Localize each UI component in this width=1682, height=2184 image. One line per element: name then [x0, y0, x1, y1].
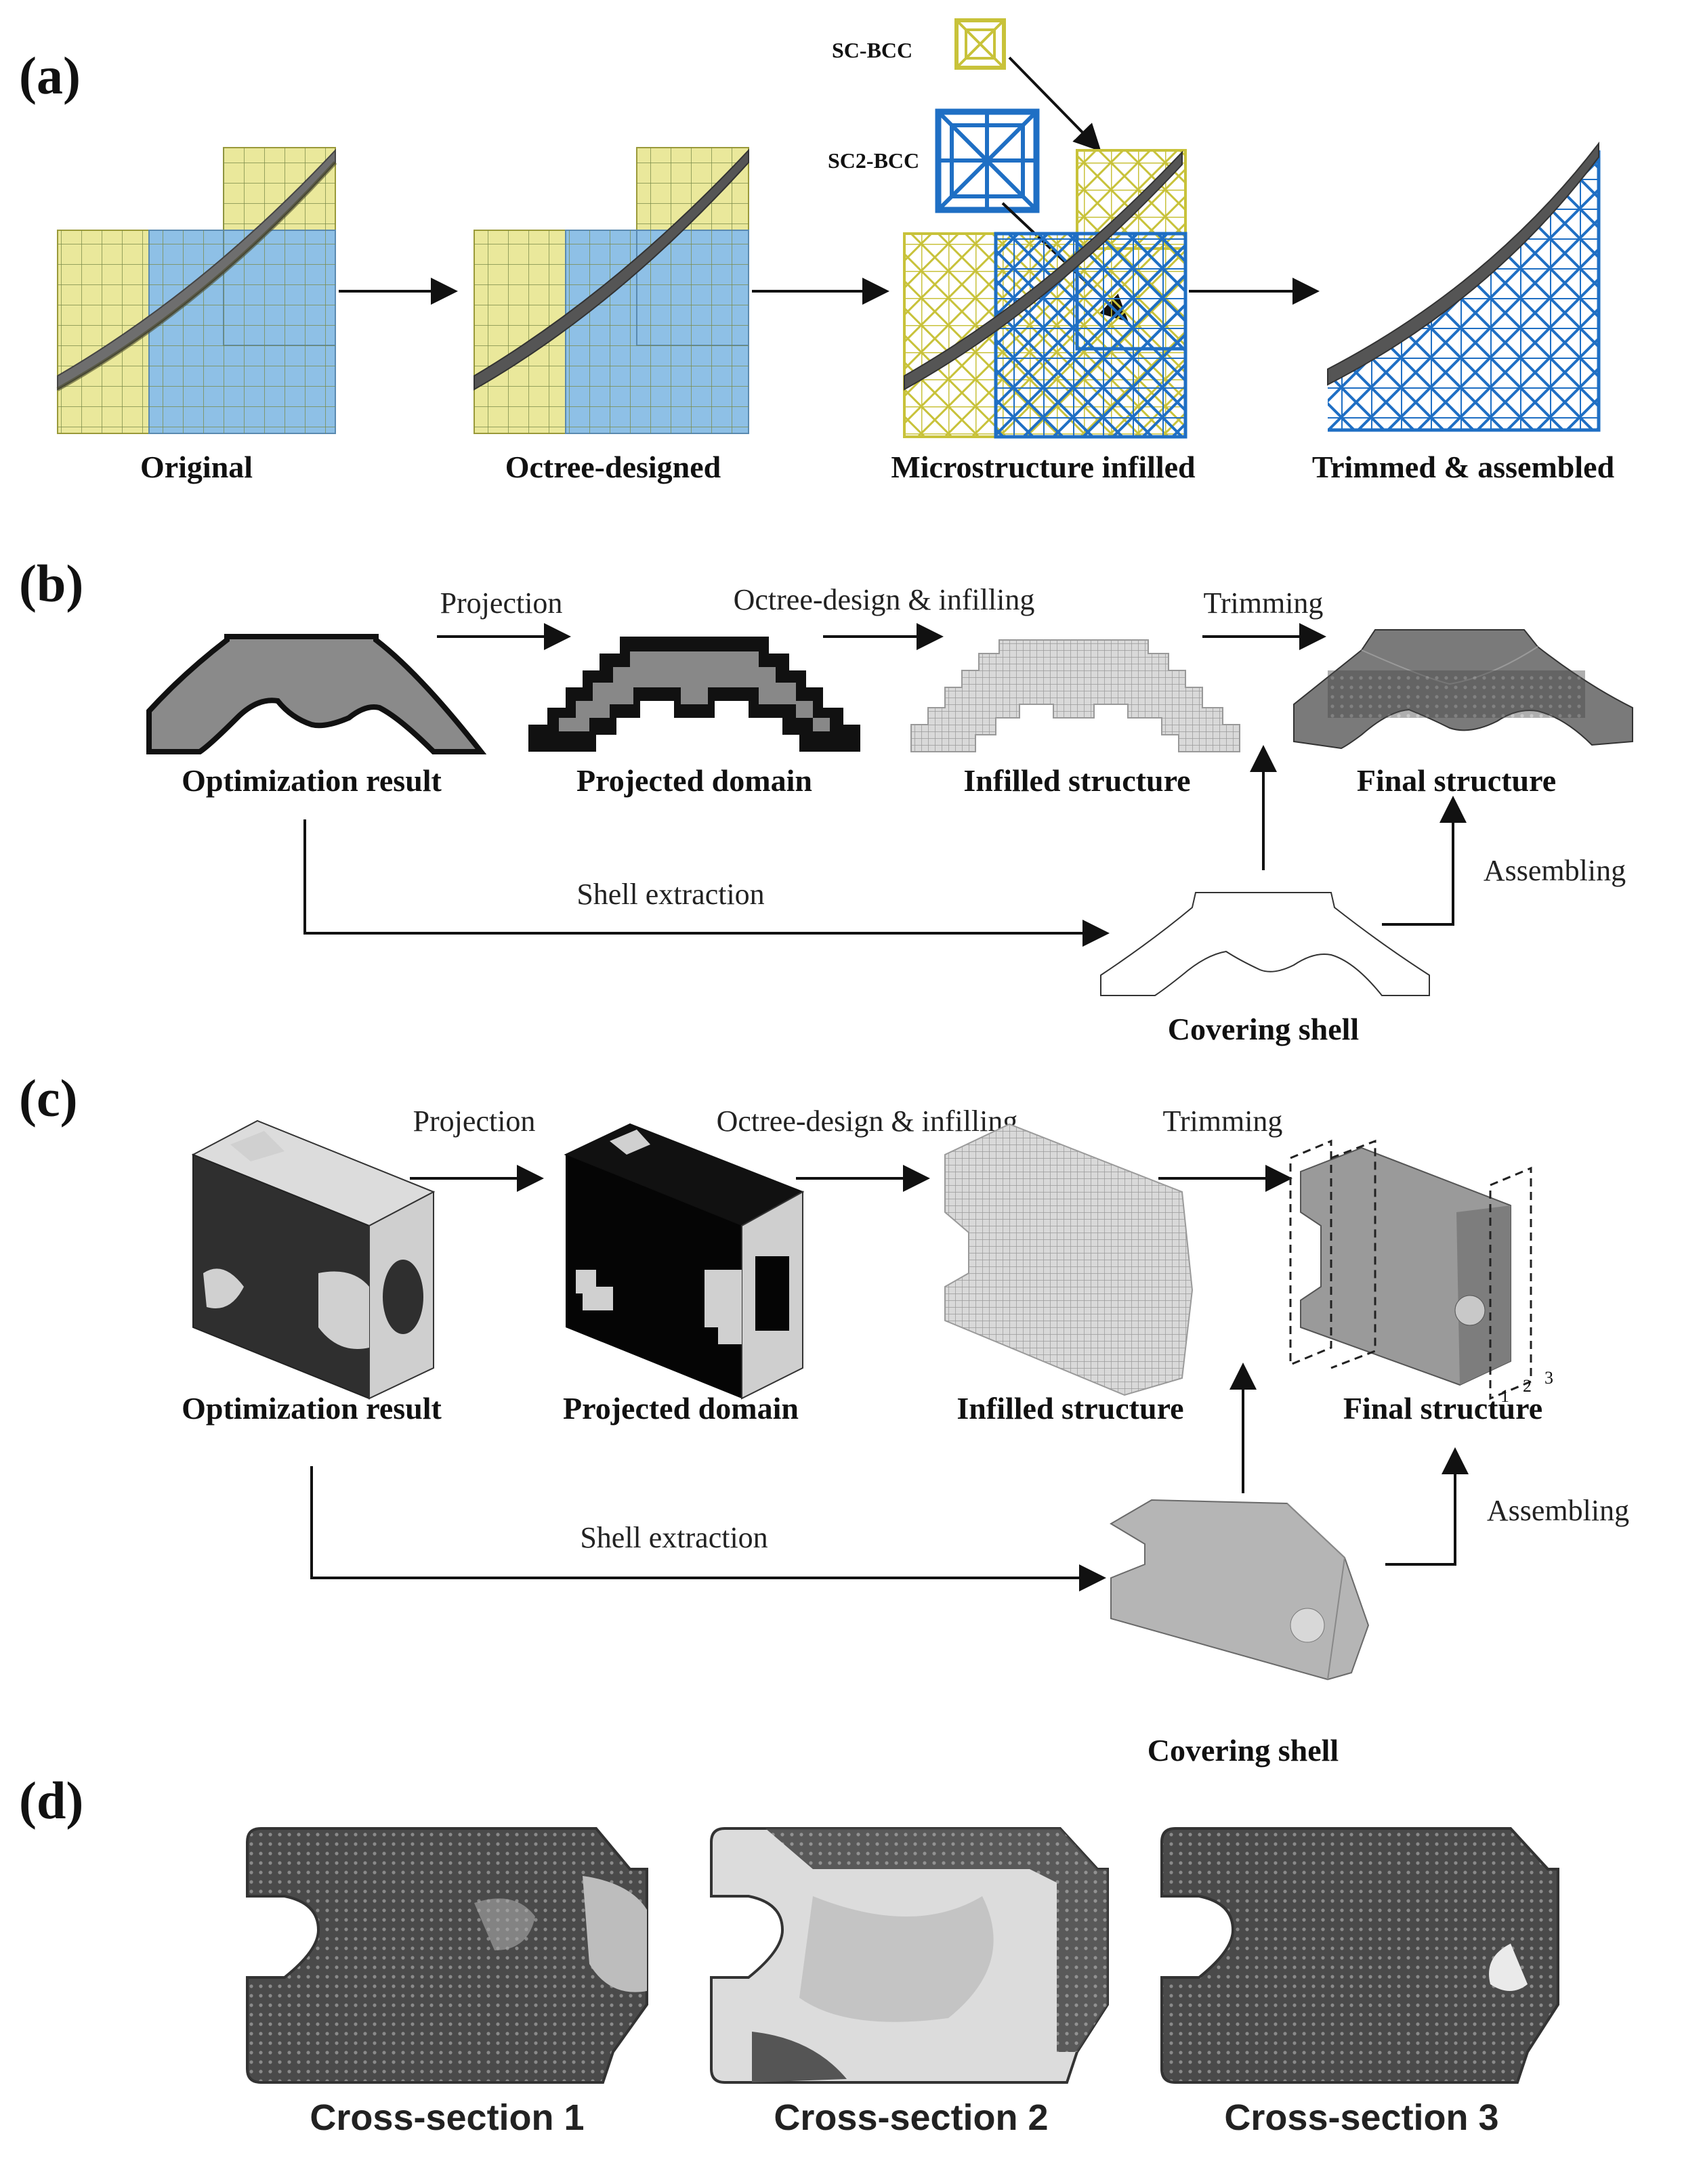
- c-section-planes: [1289, 1139, 1532, 1400]
- c-caption-infilled: Infilled structure: [956, 1391, 1183, 1426]
- b-arrow-assembling: [1382, 796, 1467, 926]
- c-step-trimming: Trimming: [1163, 1105, 1283, 1138]
- c-optimization-block: [191, 1119, 436, 1400]
- c-arrow-shell-extraction: [310, 1466, 1106, 1591]
- b-caption-covering: Covering shell: [1168, 1012, 1359, 1046]
- c-step-projection: Projection: [413, 1105, 536, 1138]
- a-original-diagram: [56, 147, 337, 434]
- cross-section-1-view: [246, 1827, 648, 2084]
- b-caption-optimization: Optimization result: [182, 763, 442, 798]
- a-caption-infilled: Microstructure infilled: [891, 450, 1196, 484]
- a-infilled-diagram: [903, 149, 1187, 439]
- sc-bcc-cell-icon: [954, 18, 1006, 70]
- c-step-shell: Shell extraction: [580, 1521, 768, 1554]
- b-caption-infilled: Infilled structure: [963, 763, 1190, 798]
- c-arrow-assembling: [1385, 1447, 1469, 1566]
- b-step-shell: Shell extraction: [576, 878, 764, 911]
- b-infilled-shape: [910, 639, 1240, 752]
- sc-bcc-pointer: [1008, 56, 1101, 152]
- b-step-projection: Projection: [440, 586, 563, 620]
- c-projected-block: [564, 1123, 805, 1400]
- sc2-bcc-cell-icon: [935, 108, 1040, 213]
- cross-section-3-caption: Cross-section 3: [1224, 2097, 1498, 2138]
- b-arrow-shell-extraction: [303, 819, 1110, 947]
- panel-a-label: (a): [19, 46, 81, 105]
- cross-section-1-caption: Cross-section 1: [310, 2097, 584, 2138]
- panel-d-label: (d): [19, 1771, 83, 1830]
- panel-c-label: (c): [19, 1069, 78, 1128]
- cross-section-2-view: [710, 1827, 1109, 2084]
- sc-bcc-label: SC-BCC: [832, 38, 912, 62]
- c-caption-final: Final structure: [1343, 1391, 1542, 1426]
- c-step-assembling: Assembling: [1487, 1494, 1629, 1527]
- b-caption-projected: Projected domain: [576, 763, 812, 798]
- a-trimmed-diagram: [1327, 142, 1601, 432]
- c-plane-number-2: 2: [1523, 1376, 1532, 1396]
- c-infilled-block: [944, 1123, 1194, 1396]
- b-step-assembling: Assembling: [1484, 854, 1626, 887]
- c-step-octree: Octree-design & infilling: [717, 1105, 1018, 1138]
- a-caption-octree: Octree-designed: [505, 450, 721, 484]
- c-caption-projected: Projected domain: [563, 1391, 799, 1426]
- c-plane-number-3: 3: [1544, 1368, 1553, 1388]
- c-covering-shell: [1110, 1499, 1370, 1681]
- cross-section-3-view: [1160, 1827, 1559, 2084]
- sc2-bcc-label: SC2-BCC: [828, 148, 919, 173]
- b-optimization-shape: [146, 634, 487, 754]
- b-projected-shape: [528, 637, 860, 752]
- cross-section-2-caption: Cross-section 2: [774, 2097, 1048, 2138]
- a-caption-trimmed: Trimmed & assembled: [1312, 450, 1615, 484]
- c-caption-optimization: Optimization result: [182, 1391, 442, 1426]
- a-octree-diagram: [474, 147, 749, 434]
- c-plane-number-1: 1: [1500, 1386, 1509, 1406]
- c-final-block: [1300, 1147, 1511, 1386]
- b-covering-shell: [1100, 892, 1430, 996]
- a-caption-original: Original: [140, 450, 253, 484]
- b-step-trimming: Trimming: [1204, 586, 1324, 620]
- panel-b-label: (b): [19, 554, 83, 613]
- b-caption-final: Final structure: [1357, 763, 1556, 798]
- c-caption-covering: Covering shell: [1148, 1733, 1339, 1768]
- b-step-octree: Octree-design & infilling: [734, 583, 1035, 616]
- b-final-shape: [1293, 629, 1633, 750]
